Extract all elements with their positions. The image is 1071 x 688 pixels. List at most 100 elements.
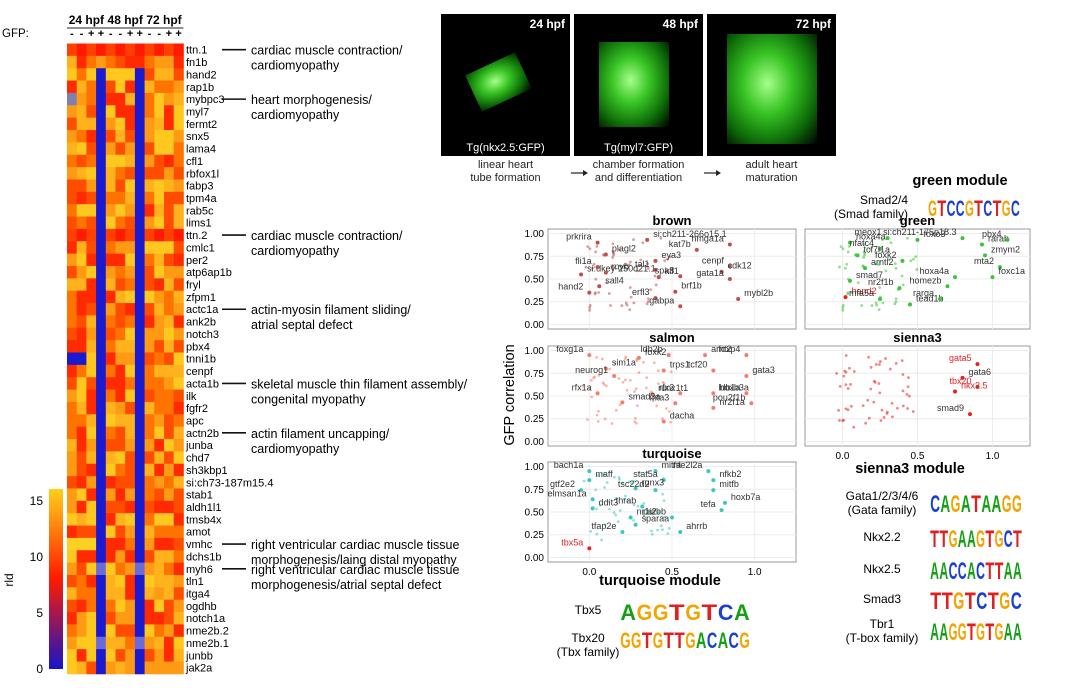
data-point <box>874 262 878 266</box>
data-point <box>901 283 905 287</box>
heatmap-cell <box>76 414 87 428</box>
heatmap-cell <box>125 154 136 168</box>
heatmap-cell <box>76 68 87 81</box>
micrograph-24hpf: 24 hpf Tg(nkx2.5:GFP) <box>441 14 570 156</box>
data-point <box>590 497 595 502</box>
data-point <box>624 355 628 359</box>
heatmap-cell <box>144 574 155 588</box>
gene-label: plagl2 <box>612 243 636 253</box>
heatmap-cell <box>164 525 175 539</box>
logo-letter: C <box>1011 588 1022 615</box>
heatmap-cell <box>125 340 136 353</box>
heatmap-cell <box>105 43 116 57</box>
heatmap-cell <box>115 537 126 551</box>
heatmap-cell <box>76 265 87 279</box>
data-point <box>618 403 622 407</box>
heatmap-cell <box>76 389 87 403</box>
heatmap-cell <box>67 649 78 662</box>
heatmap-cell <box>154 377 165 390</box>
heatmap-cell <box>144 253 155 267</box>
colorbar <box>49 489 63 669</box>
heatmap-cell <box>96 426 107 440</box>
heatmap-cell <box>67 389 78 403</box>
heatmap-cell <box>67 562 78 576</box>
data-point <box>633 522 638 527</box>
heatmap-cell <box>86 241 97 255</box>
heatmap-cell <box>76 587 87 601</box>
heatmap-cell <box>164 624 175 638</box>
gene-label: homezb <box>909 275 941 285</box>
data-point <box>744 391 749 396</box>
gene-label: nr2f1a <box>719 397 745 407</box>
data-point <box>863 266 867 271</box>
heatmap-cell <box>164 80 175 94</box>
heatmap-cell <box>115 389 126 403</box>
data-point <box>644 386 648 390</box>
heatmap-cell <box>96 537 107 551</box>
heatmap-cell <box>96 364 107 378</box>
data-point <box>640 504 645 509</box>
data-point <box>900 258 905 263</box>
y-tick-label: 0.00 <box>525 553 545 564</box>
data-point <box>678 274 683 279</box>
logo-letter: T <box>674 628 685 653</box>
data-point <box>722 500 727 505</box>
heatmap-cell <box>173 340 184 353</box>
heatmap-cell <box>164 105 175 119</box>
heatmap-cell <box>164 241 175 255</box>
heatmap-cell <box>125 265 136 279</box>
gene-label: hand2 <box>558 282 583 292</box>
heatmap-cell <box>115 340 126 353</box>
heatmap-cell <box>154 290 165 304</box>
gene-label: stab1 <box>186 490 213 502</box>
gene-label: tcf7l1a <box>864 244 891 254</box>
heatmap-cell <box>125 525 136 539</box>
heatmap-cell <box>154 204 165 217</box>
heatmap-cell <box>96 661 107 675</box>
heatmap-cell <box>86 130 97 143</box>
data-point <box>906 407 909 410</box>
data-point <box>664 407 668 410</box>
data-point <box>861 404 865 408</box>
gene-label: myl7 <box>186 106 209 118</box>
heatmap-cell <box>164 179 175 193</box>
data-point <box>711 368 716 373</box>
heatmap-cell <box>67 154 78 168</box>
heatmap-cell <box>105 587 116 601</box>
heatmap-cell <box>76 142 87 156</box>
heatmap-cell <box>67 340 78 353</box>
heatmap-cell <box>86 463 97 477</box>
heatmap-cell <box>67 117 78 131</box>
heatmap-cell <box>134 204 145 217</box>
heatmap-cell <box>115 377 126 390</box>
heatmap-cell <box>173 550 184 564</box>
heatmap-cell <box>164 315 175 329</box>
heatmap-cell <box>125 612 136 625</box>
logo-letter: T <box>967 619 976 646</box>
data-point <box>669 420 672 424</box>
heatmap-cell <box>144 55 155 69</box>
gene-label: tsc22d2 <box>618 479 650 489</box>
data-point <box>661 419 666 424</box>
data-point <box>645 511 649 515</box>
gene-label: lama4 <box>186 144 216 156</box>
heatmap-cell <box>154 476 165 489</box>
heatmap-cell <box>76 154 87 168</box>
data-point <box>901 404 905 408</box>
data-point <box>844 383 848 387</box>
heatmap-cell <box>164 204 175 217</box>
heatmap-cell <box>134 43 145 57</box>
heatmap-cell <box>115 414 126 428</box>
data-point <box>650 512 654 516</box>
data-point <box>661 478 666 483</box>
data-point <box>975 362 980 367</box>
data-point <box>885 236 890 241</box>
heatmap-cell <box>173 117 184 131</box>
heatmap-cell <box>154 241 165 255</box>
gene-label: ldb2b <box>641 344 663 354</box>
data-point <box>613 475 616 479</box>
heatmap-cell <box>173 43 184 57</box>
heatmap-cell <box>134 167 145 180</box>
heatmap-cell <box>96 451 107 465</box>
